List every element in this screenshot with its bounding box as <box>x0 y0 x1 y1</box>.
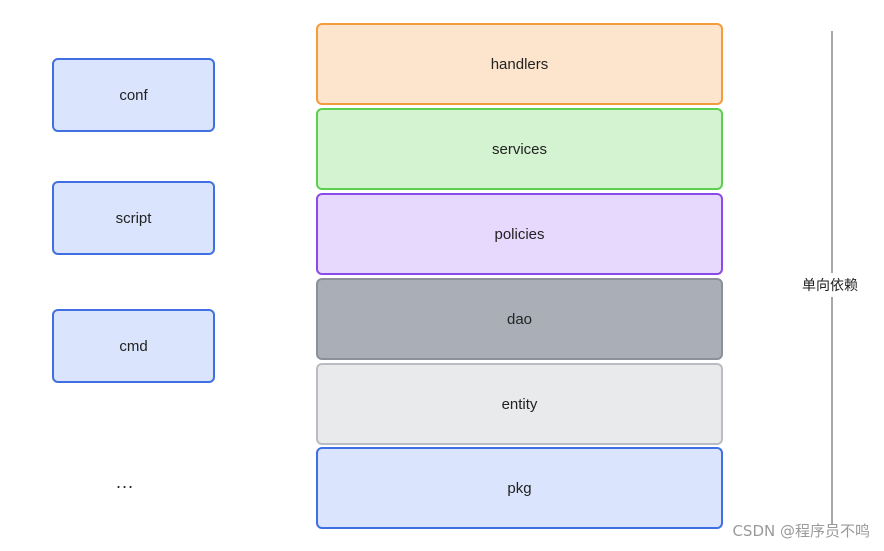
layer-handlers: handlers <box>316 23 723 105</box>
layer-dao: dao <box>316 278 723 360</box>
layer-policies: policies <box>316 193 723 275</box>
layer-pkg: pkg <box>316 447 723 529</box>
side-box-conf: conf <box>52 58 215 132</box>
layer-label: policies <box>494 225 545 243</box>
layer-label: dao <box>506 310 533 328</box>
layer-label: entity <box>501 395 538 413</box>
dependency-label: 单向依赖 <box>802 273 858 297</box>
layer-entity: entity <box>316 363 723 445</box>
layer-services: services <box>316 108 723 190</box>
side-box-cmd: cmd <box>52 309 215 383</box>
layer-label: services <box>491 140 547 158</box>
side-box-label: script <box>115 209 152 227</box>
layer-label: handlers <box>490 55 549 73</box>
side-more-ellipsis: ... <box>115 472 134 492</box>
side-box-script: script <box>52 181 215 255</box>
side-box-label: conf <box>119 86 148 104</box>
layer-label: pkg <box>507 479 532 497</box>
side-box-label: cmd <box>119 337 148 355</box>
watermark: CSDN @程序员不鸣 <box>732 522 870 540</box>
